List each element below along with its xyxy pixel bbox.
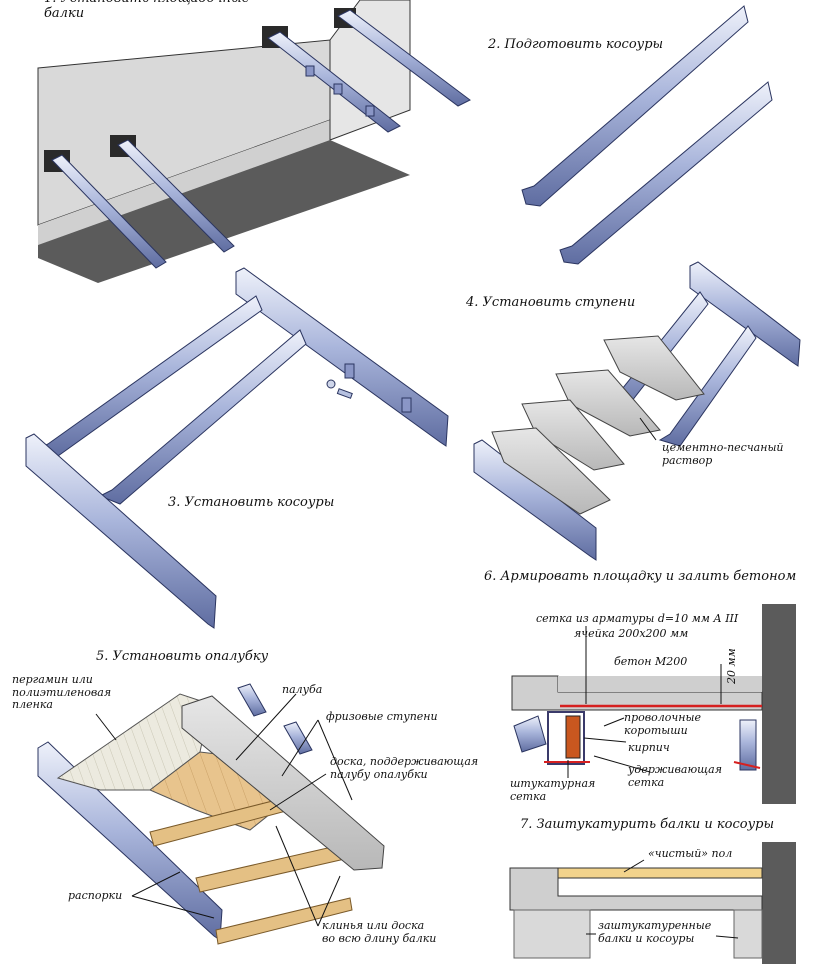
stair-step <box>555 369 661 437</box>
floor-beam <box>473 439 597 561</box>
beam-clip <box>305 65 315 77</box>
step4-caption: 4. Установить ступени <box>466 295 636 310</box>
leader-line <box>623 859 645 873</box>
landing-beam <box>235 267 449 447</box>
stringer <box>283 721 313 755</box>
leader-line <box>583 737 627 743</box>
step5-caption: 5. Установить опалубку <box>96 649 269 664</box>
stringer <box>559 81 773 265</box>
support-board-label: доска, поддерживающая палубу опалубки <box>330 755 479 781</box>
step3-illustration <box>25 267 449 629</box>
step6-caption: 6. Армировать площадку и залить бетоном <box>484 569 797 584</box>
stringer <box>34 295 263 457</box>
leader-line <box>603 717 625 727</box>
thickness-label: 20 мм <box>725 648 738 684</box>
step7-caption: 7. Заштукатурить балки и косоуры <box>520 817 775 832</box>
step4-illustration <box>473 261 801 561</box>
holding-mesh-label: удерживающая сетка <box>628 763 722 789</box>
slab-top <box>558 676 762 692</box>
rebar-mesh-label: сетка из арматуры d=10 мм А III <box>536 612 739 625</box>
brick <box>565 715 581 759</box>
landing-beam <box>51 154 167 269</box>
leader-line <box>715 935 739 939</box>
stringer <box>521 5 749 207</box>
step3-caption: 3. Установить косоуры <box>168 495 335 510</box>
stair-step <box>491 427 611 515</box>
stringer <box>658 325 757 447</box>
floor-shadow <box>38 140 410 283</box>
bolt <box>326 379 336 389</box>
leader-line <box>317 875 341 927</box>
frieze-step <box>181 695 385 871</box>
step2-caption: 2. Подготовить косоуры <box>488 37 664 52</box>
wedges-label: клинья или доска во всю длину балки <box>322 919 437 945</box>
concrete-label: бетон М200 <box>614 655 688 668</box>
formwork-deck-label: палуба <box>282 683 323 696</box>
finish-floor <box>557 867 763 879</box>
beam-clip <box>344 363 355 379</box>
leader-line <box>131 895 215 919</box>
stringer-section <box>513 715 547 753</box>
leader-line <box>593 755 651 773</box>
leader-line <box>275 825 319 927</box>
floor-beam <box>25 433 217 629</box>
film-label: пергамин или полиэтиленовая пленка <box>12 673 112 712</box>
braces-label: распорки <box>68 889 123 902</box>
plaster-mesh-label: штукатурная сетка <box>510 777 596 803</box>
plaster-mesh <box>733 761 761 769</box>
stringer <box>98 329 307 505</box>
wall-section <box>762 604 796 804</box>
bolt-shank <box>336 388 353 399</box>
step6-illustration <box>511 604 796 804</box>
leader-line <box>131 871 181 897</box>
landing-beam <box>689 261 801 367</box>
leader-line <box>639 417 657 441</box>
stair-step <box>603 335 705 401</box>
step2-illustration <box>521 5 773 265</box>
step7-illustration <box>509 842 796 964</box>
mesh-cell-label: ячейка 200х200 мм <box>574 627 689 640</box>
wall-section <box>762 842 796 964</box>
beam-clip <box>401 397 412 413</box>
landing-beam <box>337 9 471 107</box>
clean-floor-label: «чистый» пол <box>648 847 733 860</box>
step1-caption: 1. Установить площадочные балки <box>44 0 249 21</box>
support-board <box>215 897 353 945</box>
leader-line <box>235 693 297 761</box>
plastered-beam <box>733 909 763 959</box>
plastered-label: заштукатуренные балки и косоуры <box>598 919 712 945</box>
step1-illustration <box>37 0 471 283</box>
leader-line <box>281 719 319 777</box>
landing-slab <box>509 867 763 911</box>
leader-line <box>317 719 353 801</box>
brick-label: кирпич <box>628 741 670 754</box>
frieze-steps-label: фризовые ступени <box>326 710 438 723</box>
leader-line <box>269 773 327 811</box>
mortar-label: цементно-песчаный раствор <box>662 441 784 467</box>
leader-line <box>95 713 117 741</box>
plastered-beam <box>513 909 591 959</box>
beam-clip <box>365 105 375 117</box>
step5-illustration <box>37 683 385 945</box>
stringer <box>237 683 267 717</box>
floor-beam-section <box>739 719 757 771</box>
wire-label: проволочные коротыши <box>624 711 701 737</box>
landing-beam <box>117 139 235 253</box>
beam-clip <box>333 83 343 95</box>
